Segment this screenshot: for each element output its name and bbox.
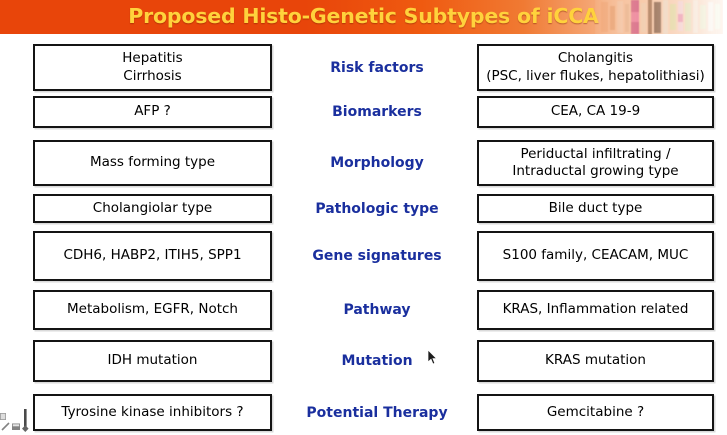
table-row: CDH6, HABP2, ITIH5, SPP1	[33, 231, 272, 281]
cell-text: S100 family, CEACAM, MUC	[502, 247, 689, 264]
table-row: Tyrosine kinase inhibitors ?	[33, 394, 272, 431]
table-row: CEA, CA 19-9	[477, 96, 714, 128]
cell-text: Intraductal growing type	[512, 163, 679, 179]
row-category-label: Potential Therapy	[288, 394, 466, 431]
table-row: IDH mutation	[33, 340, 272, 382]
table-row: Hepatitis Cirrhosis	[33, 44, 272, 91]
table-row: Gemcitabine ?	[477, 394, 714, 431]
row-category-label: Risk factors	[288, 44, 466, 91]
category-text: Gene signatures	[312, 248, 442, 264]
cell-text: Metabolism, EGFR, Notch	[67, 301, 238, 318]
table-row: Periductal infiltrating / Intraductal gr…	[477, 140, 714, 186]
cell-text: KRAS mutation	[545, 352, 646, 369]
table-row: AFP ?	[33, 96, 272, 128]
cell-text: Periductal infiltrating /	[520, 145, 671, 162]
table-row: S100 family, CEACAM, MUC	[477, 231, 714, 281]
table-row: Cholangiolar type	[33, 194, 272, 223]
category-text: Biomarkers	[332, 104, 422, 120]
row-category-label: Mutation	[288, 340, 466, 382]
cell-text: Gemcitabine ?	[546, 403, 645, 420]
table-row: KRAS, Inflammation related	[477, 290, 714, 330]
cell-text: Bile duct type	[548, 199, 643, 216]
category-text: Potential Therapy	[306, 404, 448, 421]
row-category-label: Morphology	[288, 140, 466, 186]
table-row: Cholangitis (PSC, liver flukes, hepatoli…	[477, 44, 714, 91]
cell-text: CDH6, HABP2, ITIH5, SPP1	[63, 247, 242, 264]
category-text: Risk factors	[330, 59, 424, 76]
category-text: Pathologic type	[315, 200, 439, 217]
row-category-label: Biomarkers	[288, 96, 466, 128]
title-banner: Proposed Histo-Genetic Subtypes of iCCA	[0, 0, 727, 34]
cell-text: CEA, CA 19-9	[550, 103, 641, 120]
cell-text: KRAS, Inflammation related	[502, 301, 689, 318]
table-row: Metabolism, EGFR, Notch	[33, 290, 272, 330]
cell-text: Cholangitis	[557, 50, 634, 67]
cell-text: AFP ?	[134, 103, 171, 120]
category-text: Pathway	[343, 302, 411, 318]
cell-text: Cholangiolar type	[92, 199, 213, 216]
row-category-label: Gene signatures	[288, 231, 466, 281]
cell-text: Tyrosine kinase inhibitors ?	[61, 403, 244, 420]
cell-text: Hepatitis	[122, 50, 183, 67]
category-text: Mutation	[341, 353, 413, 369]
row-category-label: Pathway	[288, 290, 466, 330]
gene-array-thumbnail-icon	[595, 0, 723, 34]
subtype-comparison-grid: Hepatitis Cirrhosis Risk factors Cholang…	[0, 34, 727, 435]
mouse-pointer-icon	[427, 350, 438, 365]
cell-text: IDH mutation	[107, 352, 198, 369]
row-category-label: Pathologic type	[288, 194, 466, 223]
cell-text: Mass forming type	[89, 154, 216, 171]
page-title: Proposed Histo-Genetic Subtypes of iCCA	[128, 4, 599, 28]
table-row: KRAS mutation	[477, 340, 714, 382]
cell-text: Cirrhosis	[123, 67, 182, 84]
table-row: Bile duct type	[477, 194, 714, 223]
category-text: Morphology	[330, 155, 424, 171]
drawing-toolbar-fragment-icon[interactable]	[0, 409, 34, 435]
cell-text: (PSC, liver flukes, hepatolithiasi)	[486, 67, 705, 84]
table-row: Mass forming type	[33, 140, 272, 186]
